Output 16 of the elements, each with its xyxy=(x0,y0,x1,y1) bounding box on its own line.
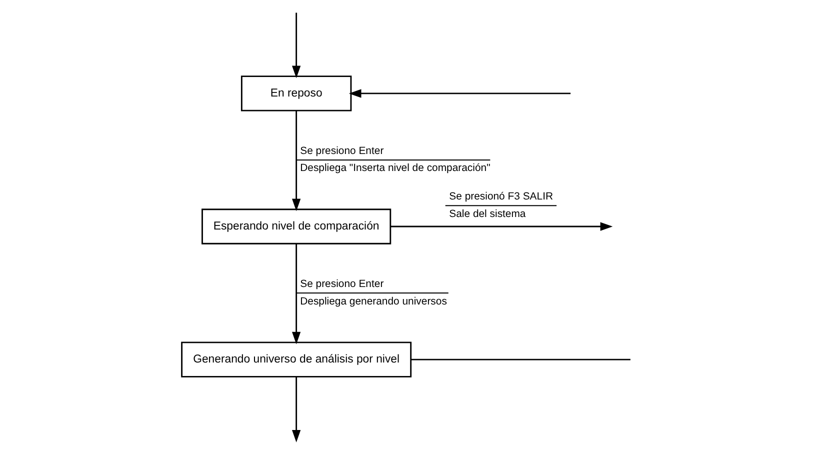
node-box: Generando universo de análisis por nivel xyxy=(181,342,412,378)
edge-label: Se presionó F3 SALIR xyxy=(449,192,554,203)
edge-label: Se presiono Enter xyxy=(300,279,384,290)
edge-label: Se presiono Enter xyxy=(300,146,384,158)
arrow xyxy=(348,89,571,98)
arrow xyxy=(292,377,301,442)
arrow xyxy=(292,110,301,212)
label: Despliega generando universos xyxy=(300,296,447,308)
label: Sale del sistema xyxy=(449,208,526,220)
arrow xyxy=(390,222,613,231)
label: Despliega "Inserta nivel de comparación" xyxy=(300,163,490,174)
node-box: En reposo xyxy=(240,76,352,112)
arrow xyxy=(292,244,301,344)
connector xyxy=(411,358,630,360)
node-box: Esperando nivel de comparación xyxy=(202,208,392,244)
arrow xyxy=(292,12,301,78)
